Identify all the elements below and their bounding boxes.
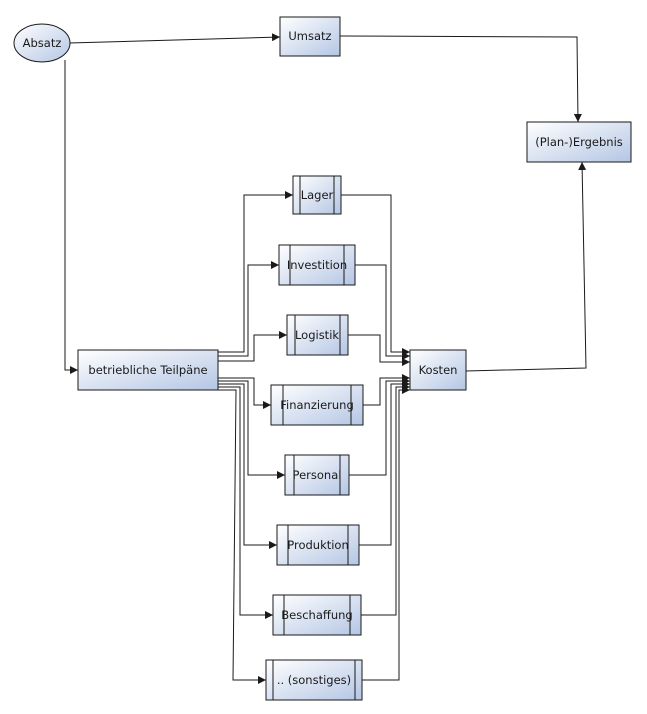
edge-teilplaene-beschaffung bbox=[218, 386, 273, 619]
node-teilplaene: betriebliche Teilpäne bbox=[77, 349, 219, 391]
node-logistik-label: Logistik bbox=[295, 328, 339, 342]
edge-sonstiges-kosten bbox=[362, 386, 410, 681]
node-lager-label: Lager bbox=[301, 188, 334, 202]
node-umsatz-label: Umsatz bbox=[288, 29, 331, 43]
node-investition-label: Investition bbox=[287, 258, 347, 272]
node-finanzierung: Finanzierung bbox=[270, 384, 364, 426]
edge-finanzierung-kosten bbox=[363, 374, 410, 406]
edge-lager-kosten bbox=[341, 194, 410, 356]
edge-teilplaene-produktion bbox=[218, 383, 277, 549]
edge-investition-kosten bbox=[355, 264, 410, 360]
node-ergebnis: (Plan-)Ergebnis bbox=[526, 121, 632, 163]
node-finanzierung-label: Finanzierung bbox=[280, 398, 354, 412]
edge-teilplaene-logistik bbox=[218, 331, 287, 362]
edge-personal-kosten bbox=[349, 377, 410, 476]
edge-kosten-ergebnis bbox=[465, 161, 587, 372]
node-logistik: Logistik bbox=[286, 314, 349, 356]
node-teilplaene-label: betriebliche Teilpäne bbox=[88, 363, 207, 377]
node-sonstiges-label: .. (sonstiges) bbox=[277, 673, 351, 687]
node-absatz: Absatz bbox=[13, 23, 71, 63]
edge-umsatz-ergebnis bbox=[339, 35, 582, 123]
node-produktion: Produktion bbox=[276, 524, 360, 566]
edge-absatz-teilplaene bbox=[64, 60, 78, 374]
node-beschaffung: Beschaffung bbox=[272, 594, 362, 636]
edge-produktion-kosten bbox=[359, 380, 410, 546]
edge-teilplaene-sonstiges bbox=[218, 389, 266, 684]
edges bbox=[64, 33, 587, 684]
edge-teilplaene-lager bbox=[218, 191, 293, 353]
node-produktion-label: Produktion bbox=[287, 538, 349, 552]
node-absatz-label: Absatz bbox=[23, 36, 62, 50]
node-kosten: Kosten bbox=[409, 349, 467, 391]
node-investition: Investition bbox=[278, 244, 356, 286]
node-umsatz: Umsatz bbox=[279, 16, 341, 57]
node-kosten-label: Kosten bbox=[419, 363, 458, 377]
edge-logistik-kosten bbox=[348, 334, 410, 366]
edge-absatz-umsatz bbox=[68, 33, 281, 44]
edge-teilplaene-finanzierung bbox=[218, 377, 271, 409]
edge-teilplaene-investition bbox=[218, 261, 279, 357]
node-beschaffung-label: Beschaffung bbox=[281, 608, 352, 622]
edge-teilplaene-personal bbox=[218, 380, 285, 479]
node-personal-label: Personal bbox=[293, 468, 342, 482]
node-sonstiges: .. (sonstiges) bbox=[265, 659, 363, 701]
node-lager: Lager bbox=[292, 175, 342, 215]
node-personal: Personal bbox=[284, 454, 350, 496]
node-ergebnis-label: (Plan-)Ergebnis bbox=[535, 135, 623, 149]
